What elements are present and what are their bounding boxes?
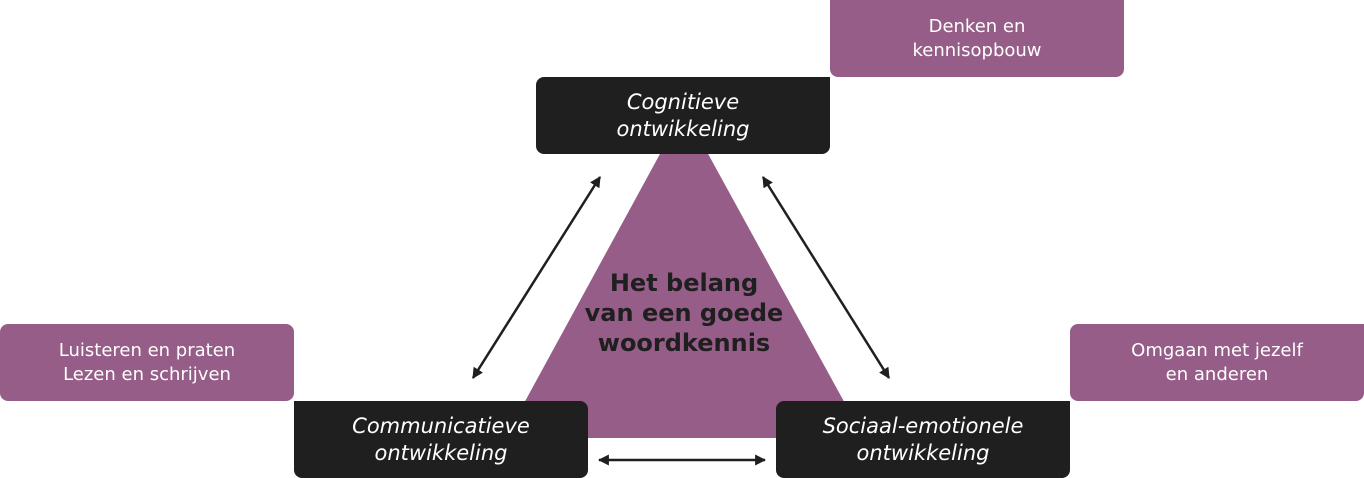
center-title-line-3: woordkennis bbox=[597, 329, 771, 357]
tag-communicative: Luisteren en praten Lezen en schrijven bbox=[0, 324, 294, 401]
node-communicative: Communicatieve ontwikkeling bbox=[294, 401, 588, 478]
node-communicative-line-1: Communicatieve bbox=[352, 413, 530, 438]
center-title-line-1: Het belang bbox=[609, 269, 759, 297]
tag-socio-emotional: Omgaan met jezelf en anderen bbox=[1070, 324, 1364, 401]
node-cognitive-line-2: ontwikkeling bbox=[616, 116, 750, 141]
node-socio-emotional-line-2: ontwikkeling bbox=[856, 440, 990, 465]
arrow-cognitive-socio-emotional bbox=[761, 176, 891, 379]
tag-communicative-line-1: Luisteren en praten bbox=[58, 339, 236, 361]
center-title: Het belang van een goede woordkennis bbox=[562, 268, 806, 358]
tag-cognitive-line-1: Denken en bbox=[928, 15, 1026, 37]
tag-cognitive-line-2: kennisopbouw bbox=[912, 39, 1042, 61]
center-title-line-2: van een goede bbox=[584, 299, 784, 327]
node-cognitive-line-1: Cognitieve bbox=[626, 89, 740, 114]
node-socio-emotional: Sociaal-emotionele ontwikkeling bbox=[776, 401, 1070, 478]
tag-socio-emotional-line-2: en anderen bbox=[1165, 363, 1269, 385]
node-socio-emotional-line-1: Sociaal-emotionele bbox=[822, 413, 1024, 438]
arrow-cognitive-communicative bbox=[471, 176, 602, 379]
node-cognitive: Cognitieve ontwikkeling bbox=[536, 77, 830, 154]
tag-socio-emotional-line-1: Omgaan met jezelf bbox=[1131, 339, 1303, 361]
node-communicative-line-2: ontwikkeling bbox=[374, 440, 508, 465]
tag-cognitive: Denken en kennisopbouw bbox=[830, 0, 1124, 77]
tag-communicative-line-2: Lezen en schrijven bbox=[63, 363, 231, 385]
